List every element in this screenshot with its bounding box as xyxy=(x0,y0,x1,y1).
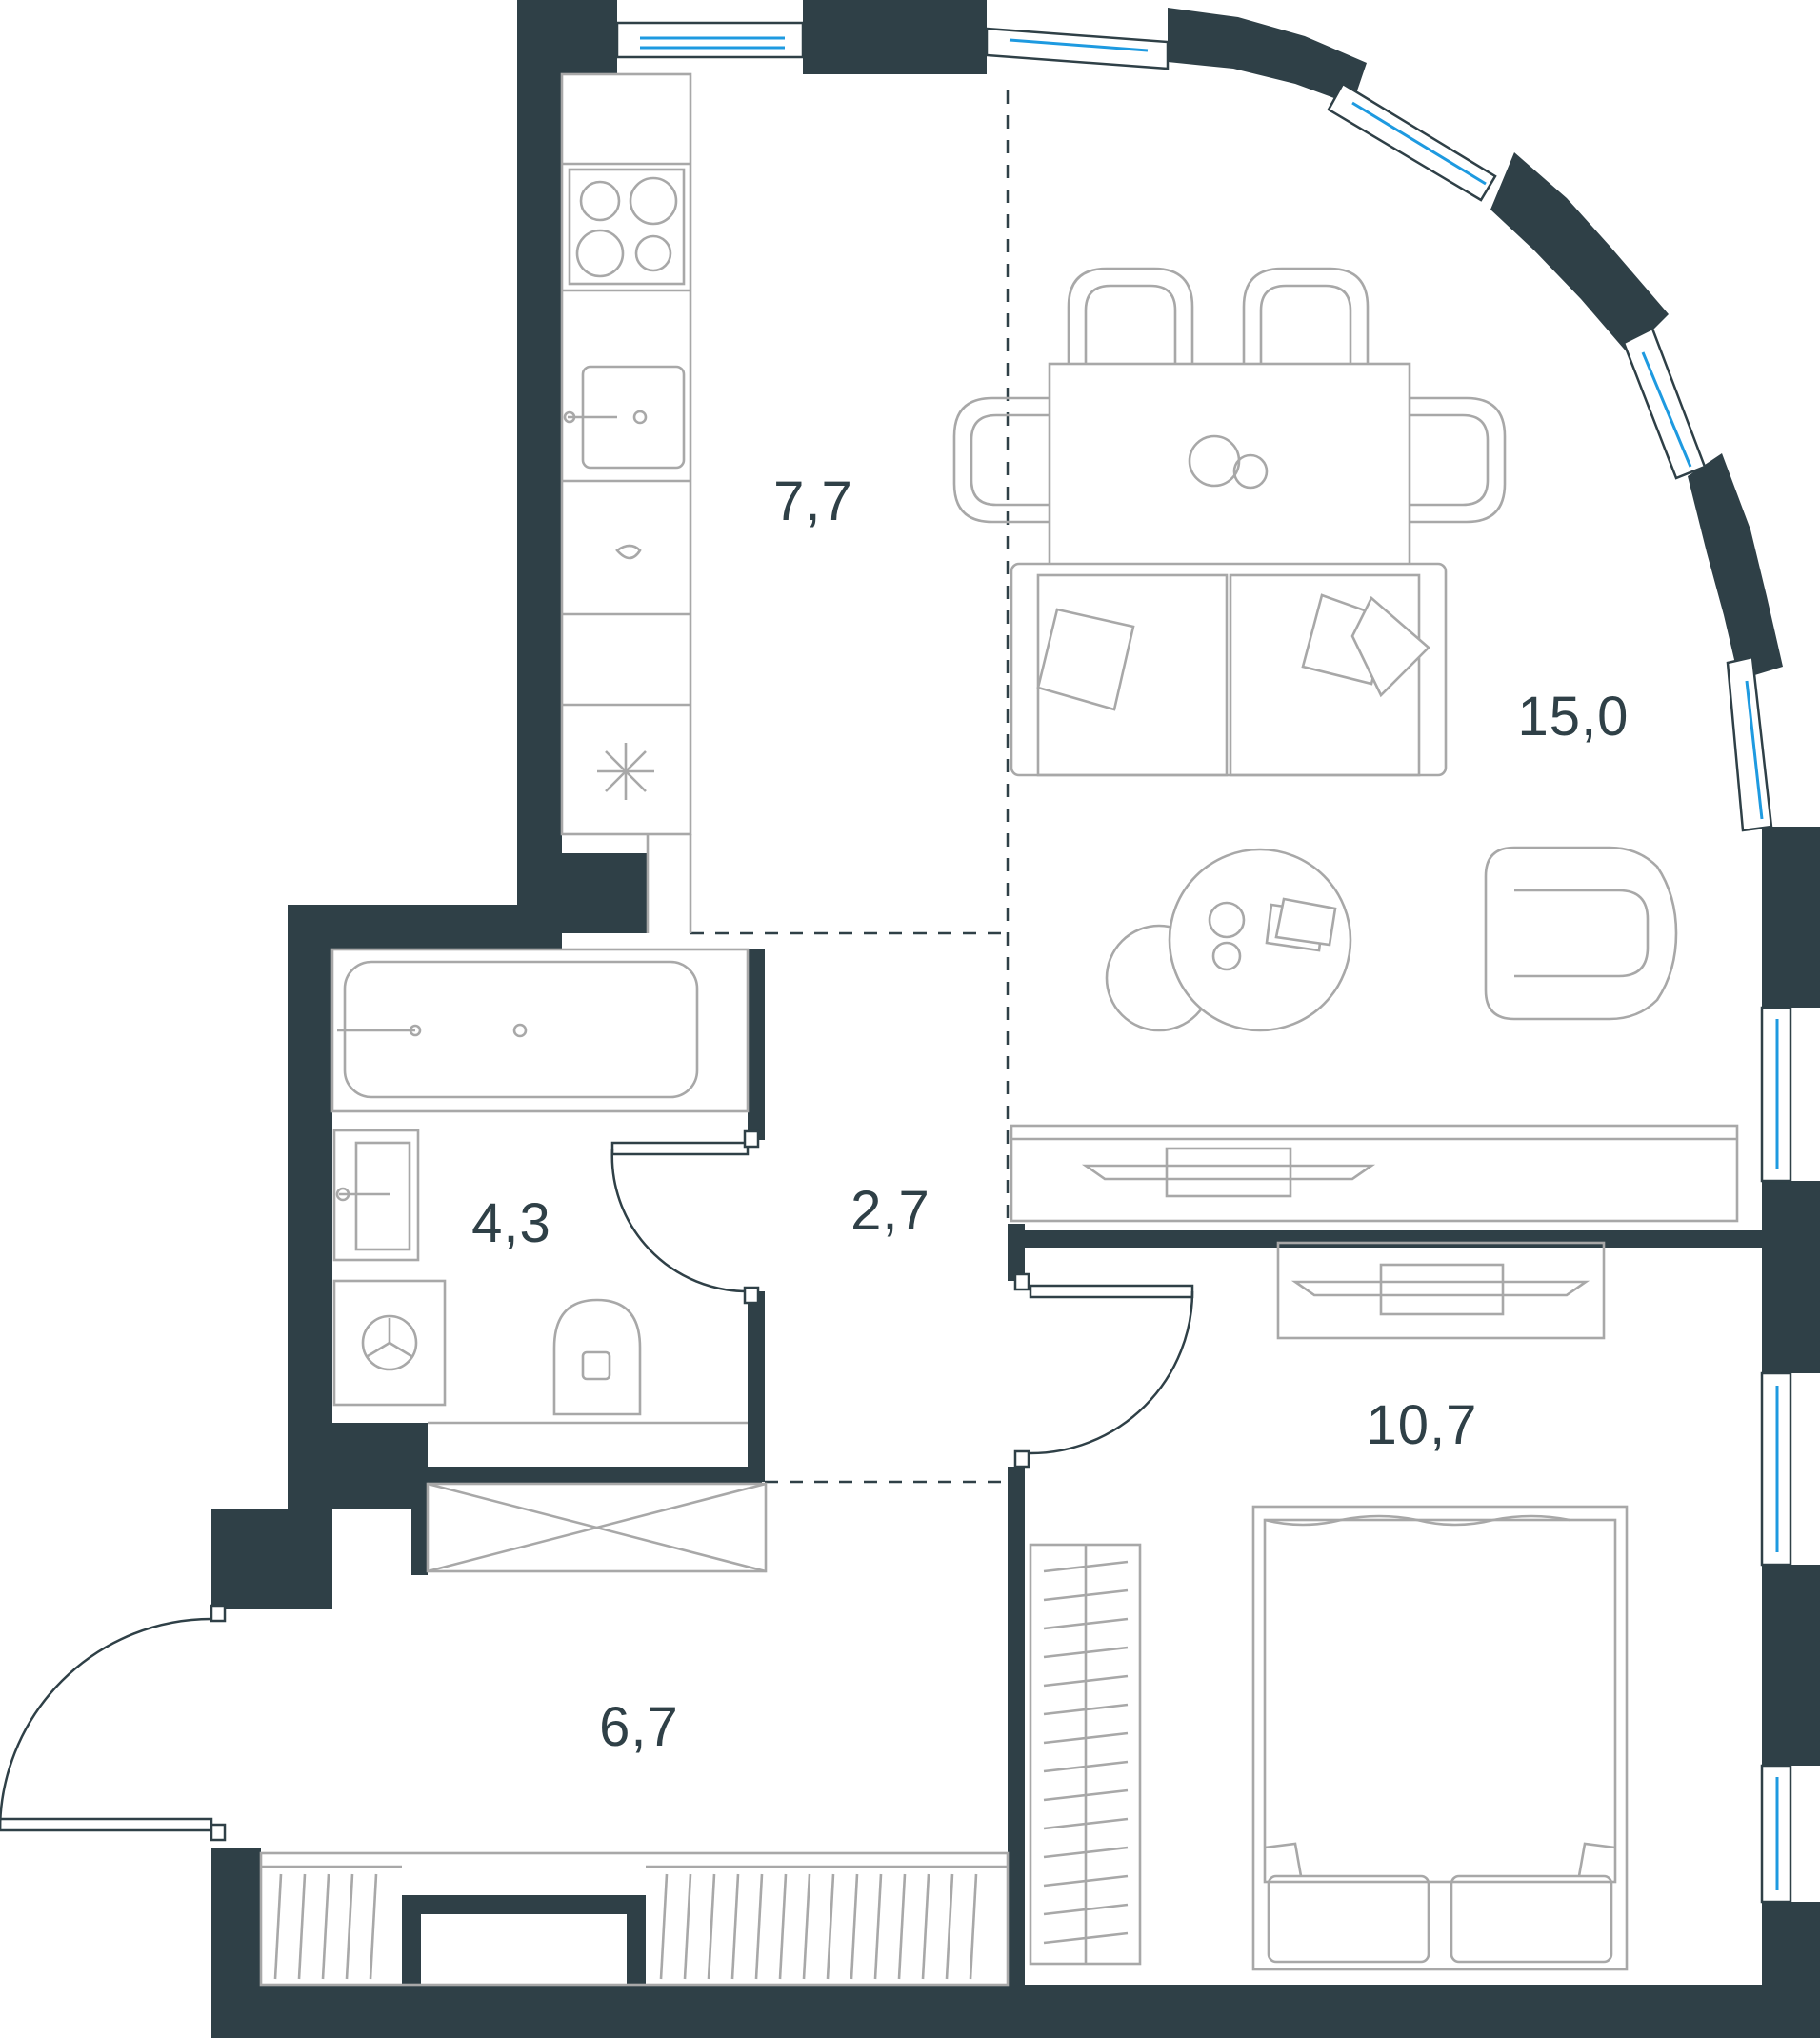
kitchen-counter xyxy=(560,72,692,933)
dining-table xyxy=(1048,362,1411,572)
fridge xyxy=(597,743,654,800)
bedroom-wardrobe xyxy=(1029,1543,1142,1966)
coffee-tables xyxy=(1105,848,1352,1032)
armchair xyxy=(1484,846,1678,1021)
zone-dividers xyxy=(690,90,1010,1484)
bedroom-tv-console xyxy=(1276,1241,1606,1340)
washing-machine xyxy=(332,1279,447,1407)
walls xyxy=(211,0,1820,2038)
bathtub xyxy=(330,948,750,1113)
dishwasher xyxy=(615,544,642,560)
bed xyxy=(1251,1505,1629,1971)
washbasin xyxy=(332,1129,420,1262)
kitchen-area-label: 7,7 xyxy=(773,470,853,532)
hall-wardrobe-bottom xyxy=(259,1851,1010,1987)
bathroom-area-label: 4,3 xyxy=(471,1192,551,1254)
hall-wardrobe-top xyxy=(426,1482,768,1573)
sofa xyxy=(1010,562,1448,777)
dining-chairs xyxy=(952,267,1507,524)
windows xyxy=(615,21,1792,1904)
tv-console xyxy=(1010,1124,1739,1223)
kitchen-sink xyxy=(563,365,686,470)
toilet xyxy=(428,1298,748,1425)
entrance-hall-area-label: 6,7 xyxy=(599,1696,679,1758)
cooktop xyxy=(568,168,686,286)
bedroom-area-label: 10,7 xyxy=(1366,1394,1478,1456)
living-room-area-label: 15,0 xyxy=(1517,686,1630,748)
doors xyxy=(0,1129,1194,1842)
corridor-area-label: 2,7 xyxy=(850,1180,930,1242)
